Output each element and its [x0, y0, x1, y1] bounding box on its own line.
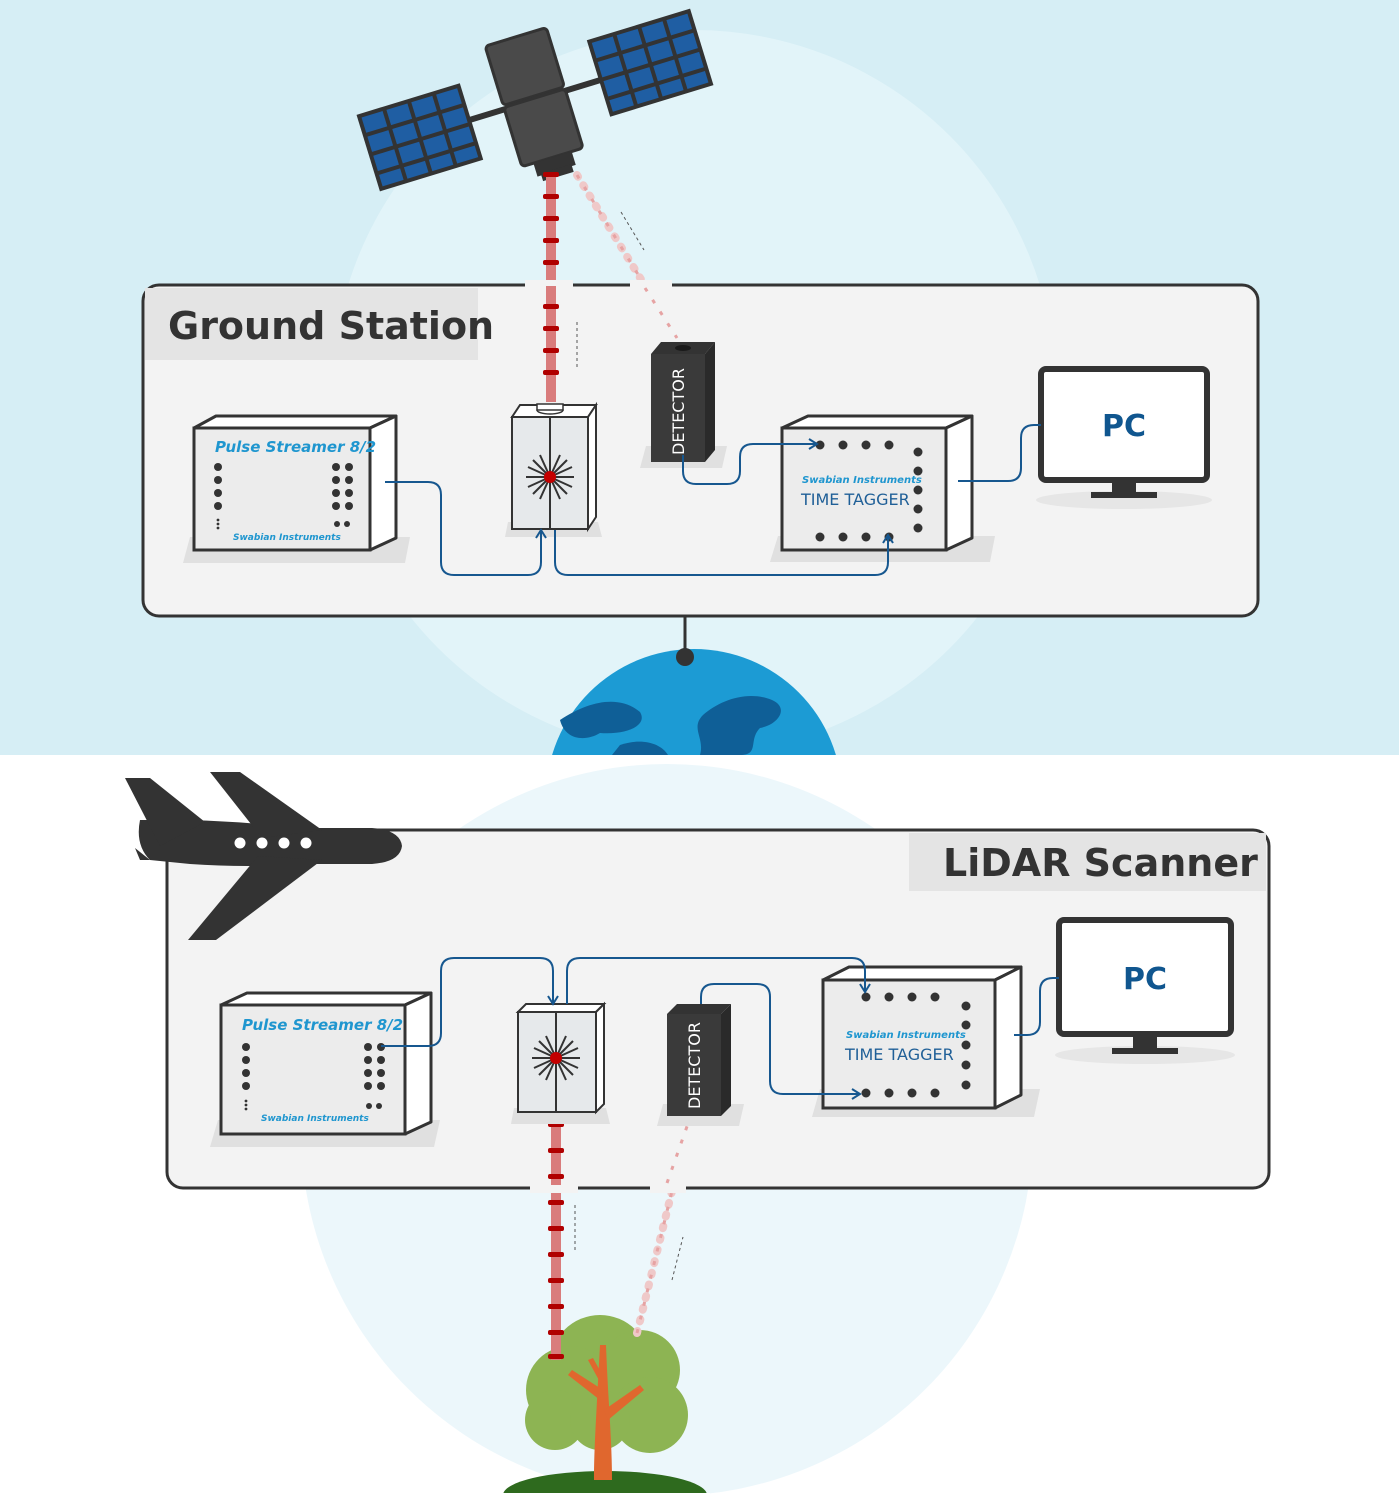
- ground-station-title: Ground Station: [168, 304, 494, 348]
- time-tagger-top-brand: Swabian Instruments: [802, 475, 922, 486]
- pulse-streamer-top-brand: Swabian Instruments: [233, 533, 341, 543]
- detector-bottom-label: DETECTOR: [685, 1022, 704, 1109]
- tree-icon: [500, 1315, 710, 1495]
- return-beam-bottom-inner: [665, 1117, 692, 1184]
- laser-source-bottom: [511, 1001, 610, 1124]
- pc-bottom-label: PC: [1123, 962, 1167, 997]
- cable-arrows-top: [535, 438, 894, 544]
- time-tagger-bottom: Swabian Instruments TIME TAGGER: [812, 965, 1040, 1117]
- pulse-streamer-bottom-name: Pulse Streamer 8/2: [242, 1016, 403, 1034]
- detector-bottom: DETECTOR: [657, 1004, 744, 1126]
- time-tagger-bottom-brand: Swabian Instruments: [846, 1030, 966, 1041]
- time-tagger-top: Swabian Instruments TIME TAGGER: [770, 414, 995, 562]
- pulse-streamer-bottom: Pulse Streamer 8/2 Swabian Instruments: [210, 991, 440, 1147]
- laser-source-top: [505, 401, 602, 537]
- satellite-icon: [356, 8, 714, 192]
- pc-top: PC: [1036, 366, 1212, 509]
- uplink-beam-inner: [543, 286, 578, 402]
- earth-icon: [552, 649, 836, 755]
- time-tagger-bottom-label: TIME TAGGER: [844, 1045, 954, 1064]
- pulse-streamer-top: Pulse Streamer 8/2 Swabian Instruments: [183, 414, 410, 563]
- return-beam-top-inner: [643, 287, 679, 339]
- detector-top-label: DETECTOR: [669, 368, 688, 455]
- time-tagger-top-label: TIME TAGGER: [800, 490, 910, 509]
- pulse-streamer-top-name: Pulse Streamer 8/2: [215, 438, 376, 456]
- detector-top: DETECTOR: [640, 342, 727, 468]
- airplane-icon: [125, 772, 402, 940]
- pc-top-label: PC: [1102, 409, 1146, 444]
- pulse-streamer-bottom-brand: Swabian Instruments: [261, 1114, 369, 1124]
- cables-bottom: [381, 957, 1059, 1095]
- downlink-beam-inner: [548, 1115, 564, 1185]
- lidar-title: LiDAR Scanner: [943, 841, 1258, 885]
- earth-anchor-dot: [676, 648, 694, 666]
- cables-top: [385, 424, 1041, 576]
- cable-arrows-bottom: [547, 983, 871, 1100]
